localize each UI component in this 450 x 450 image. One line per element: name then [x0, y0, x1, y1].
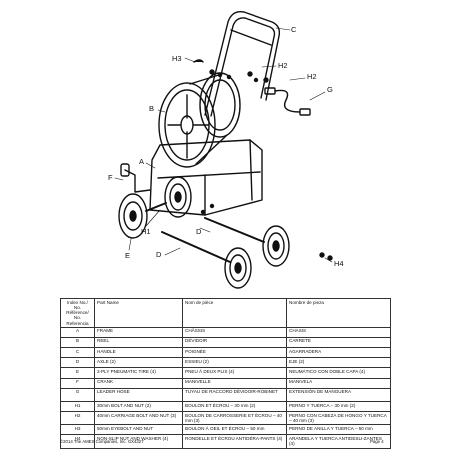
row-nom-piece: PNEU À DEUX PLIS (4) [182, 367, 287, 379]
header-index: Index No./ No. Référence/ No. Referencia [60, 298, 95, 328]
table-row: B REEL DÉVIDOIR CARRETE [60, 336, 391, 348]
table-row: H3 50mm EYEBOLT AND NUT BOULON À OEIL ET… [60, 424, 391, 436]
callout-g: G [327, 85, 333, 94]
row-nom-piece: RONDELLE ET ÉCROU ANTIDÉRA-PANTS (4) [182, 434, 287, 449]
tire-front-right [164, 176, 192, 218]
row-part-name: 30mm BOLT AND NUT (2) [94, 400, 183, 413]
row-nombre-pieza: ARANDELA Y TUERCA ANTIDESLI-ZANTES (4) [286, 434, 391, 449]
row-part-name: REEL [94, 336, 183, 348]
row-index: C [60, 346, 95, 359]
header-part-name: Part Name [94, 298, 183, 328]
row-nombre-pieza: PERNO DE ANILLA Y TUERCA – 50 mm [286, 424, 391, 436]
table-row: G LEADER HOSE TUYAU DE RACCORD DÉVIDOIR-… [60, 387, 391, 402]
crank-part [120, 163, 151, 193]
table-header-row: Index No./ No. Référence/ No. Referencia… [60, 298, 391, 328]
table-row: H2 40mm CARRIAGE BOLT AND NUT (3) BOULON… [60, 411, 391, 426]
footer-copyright: ©2014 The AMES Companies, Inc. GX4327 [60, 439, 144, 444]
parts-list-table: Index No./ No. Référence/ No. Referencia… [60, 298, 391, 449]
table-row: C HANDLE POIGNÉE AGARRADERA [60, 346, 391, 359]
row-part-name: FRAME [94, 326, 183, 338]
callout-e: E [125, 251, 130, 260]
tire-front-left [118, 193, 148, 239]
callout-f: F [108, 173, 113, 182]
hardware-parts [193, 59, 333, 261]
callout-a: A [139, 157, 144, 166]
row-part-name: 50mm EYEBOLT AND NUT [94, 424, 183, 436]
frame-part [149, 139, 263, 216]
row-nom-piece: BOULON DE CARROSSERIE ET ÉCROU – 40 mm (… [182, 411, 287, 426]
row-part-name: 2-PLY PNEUMATIC TIRE (4) [94, 367, 183, 379]
axle-parts [145, 202, 265, 263]
row-index: B [60, 336, 95, 348]
tire-rear-right [262, 225, 290, 267]
row-nombre-pieza: NEUMÁTICO CON DOBLE CAPA (4) [286, 367, 391, 379]
callout-h2-lower: H2 [307, 72, 317, 81]
row-part-name: CRANK [94, 377, 183, 389]
row-nombre-pieza: CHASIS [286, 326, 391, 338]
row-part-name: HANDLE [94, 346, 183, 359]
row-nombre-pieza: AGARRADERA [286, 346, 391, 359]
table-row: D AXLE (2) ESSIEU (2) EJE (2) [60, 357, 391, 369]
row-nombre-pieza: MANIVELA [286, 377, 391, 389]
tire-rear-left [224, 247, 252, 289]
row-nombre-pieza: PERNO CON CABEZA DE HONGO Y TUERCA – 40 … [286, 411, 391, 426]
footer-page-number: Page 4 [370, 439, 384, 444]
callout-leaders [114, 27, 333, 263]
row-part-name: LEADER HOSE [94, 387, 183, 402]
row-nombre-pieza: PERNO Y TUERCA – 30 mm (2) [286, 400, 391, 413]
callout-c: C [291, 25, 297, 34]
row-index: E [60, 367, 95, 379]
row-nom-piece: DÉVIDOIR [182, 336, 287, 348]
callout-h2-upper: H2 [278, 61, 288, 70]
handle-part [204, 11, 281, 117]
row-index: A [60, 326, 95, 338]
table-row: F CRANK MANIVELLE MANIVELA [60, 377, 391, 389]
row-index: D [60, 357, 95, 369]
leader-hose-part [264, 87, 311, 116]
callout-d-lower: D [156, 250, 162, 259]
table-row: H4 NON-SLIP NUT AND WASHER (4) RONDELLE … [60, 434, 391, 449]
row-nombre-pieza: EJE (2) [286, 357, 391, 369]
row-nom-piece: MANIVELLE [182, 377, 287, 389]
row-index: G [60, 387, 95, 402]
table-row: H1 30mm BOLT AND NUT (2) BOULON ET ÉCROU… [60, 400, 391, 413]
row-index: H3 [60, 424, 95, 436]
row-index: H2 [60, 411, 95, 426]
row-nom-piece: BOULON À OEIL ET ÉCROU – 50 mm [182, 424, 287, 436]
table-row: A FRAME CHÂSSIS CHASIS [60, 326, 391, 338]
header-nom-piece: Nom de pièce [182, 298, 287, 328]
callout-h1: H1 [141, 227, 151, 236]
callout-h4: H4 [334, 259, 344, 268]
header-nombre-pieza: Nombre de pieza [286, 298, 391, 328]
row-nom-piece: TUYAU DE RACCORD DÉVIDOIR-ROBINET [182, 387, 287, 402]
callout-h3: H3 [172, 54, 182, 63]
row-nombre-pieza: CARRETE [286, 336, 391, 348]
row-part-name: 40mm CARRIAGE BOLT AND NUT (3) [94, 411, 183, 426]
row-nom-piece: POIGNÉE [182, 346, 287, 359]
row-index: F [60, 377, 95, 389]
exploded-assembly-diagram: C H3 H2 H2 G B A F H1 E D D H4 [108, 11, 344, 289]
row-nom-piece: CHÂSSIS [182, 326, 287, 338]
table-row: E 2-PLY PNEUMATIC TIRE (4) PNEU À DEUX P… [60, 367, 391, 379]
row-nom-piece: ESSIEU (2) [182, 357, 287, 369]
row-index: H1 [60, 400, 95, 413]
row-nombre-pieza: EXTENSIÓN DE MANGUERA [286, 387, 391, 402]
callout-b: B [149, 104, 154, 113]
row-nom-piece: BOULON ET ÉCROU – 30 mm (2) [182, 400, 287, 413]
reel-part [158, 72, 241, 168]
callout-d-upper: D [196, 227, 202, 236]
row-part-name: AXLE (2) [94, 357, 183, 369]
